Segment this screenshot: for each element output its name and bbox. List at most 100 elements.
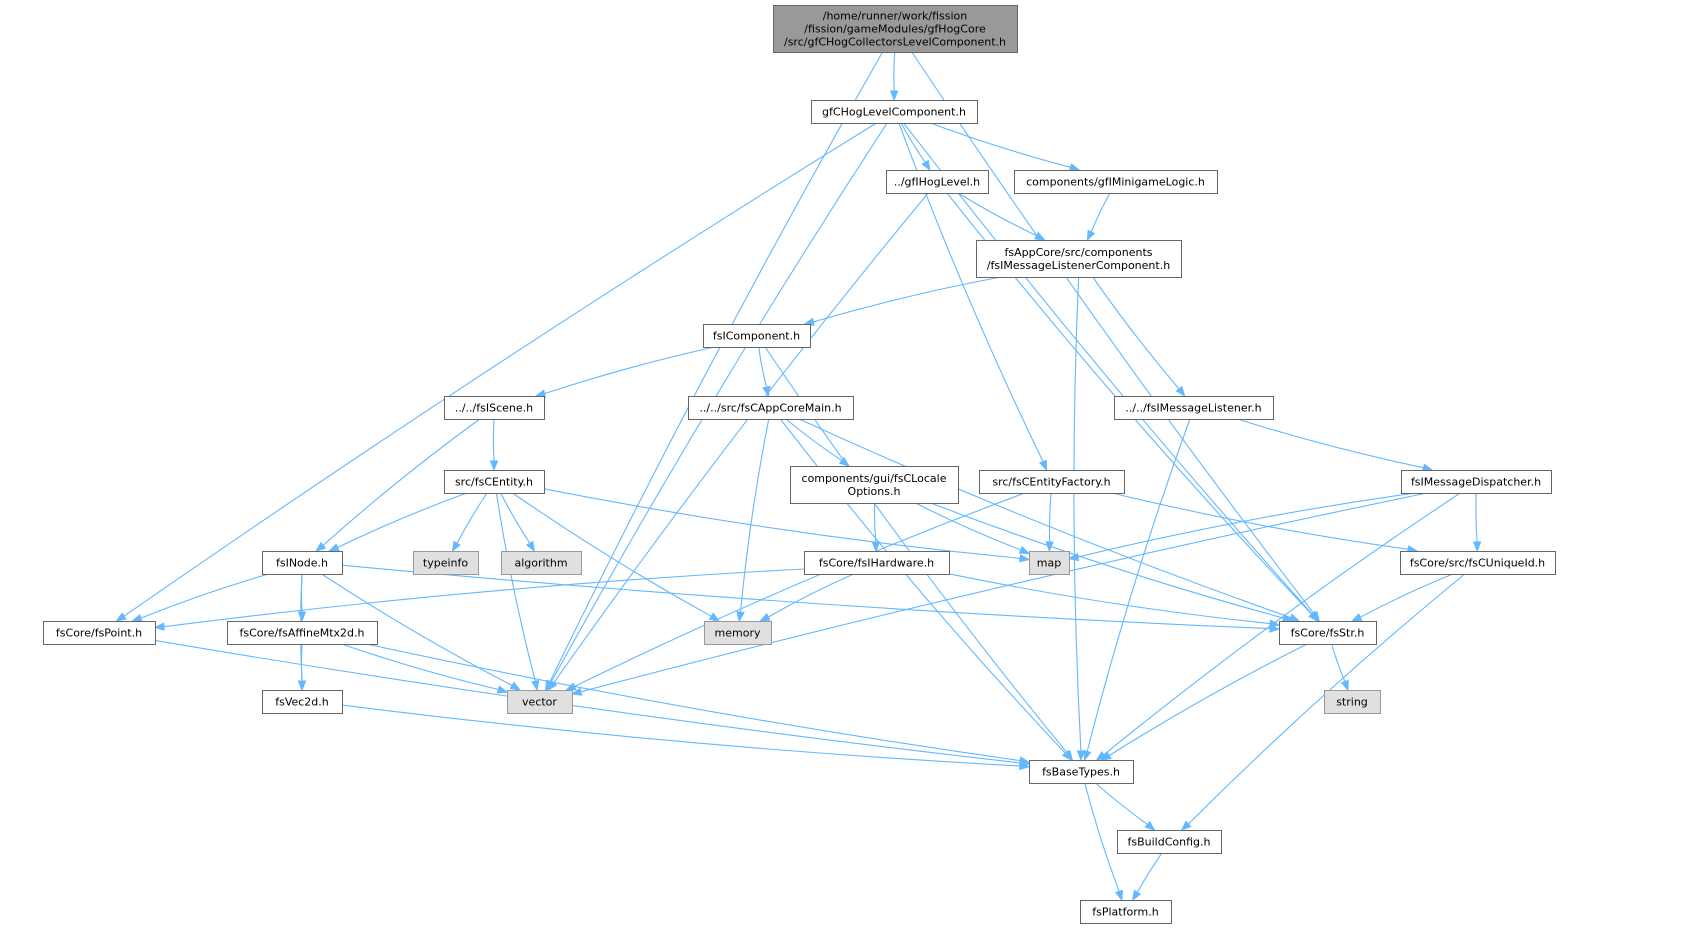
edge-fsStr-to-fsBaseTypes [1100, 643, 1308, 761]
node-algorithm: algorithm [501, 551, 582, 575]
edge-fsCEntity-to-fsINode [328, 492, 467, 552]
edge-msgDispatcher-to-vector [570, 492, 1428, 696]
node-msgDispatcher[interactable]: fsIMessageDispatcher.h [1401, 470, 1552, 494]
node-fsINode[interactable]: fsINode.h [262, 551, 343, 575]
node-fsBuildConfig[interactable]: fsBuildConfig.h [1117, 830, 1222, 854]
node-fsIMessageListener[interactable]: ../../fsIMessageListener.h [1114, 396, 1274, 420]
node-hogLevelComponent[interactable]: gfCHogLevelComponent.h [811, 100, 978, 124]
node-fsCEntity[interactable]: src/fsCEntity.h [444, 470, 545, 494]
file-nodes: /home/runner/work/fission/fission/gameMo… [43, 5, 1556, 924]
node-map: map [1029, 551, 1070, 575]
node-label: fsIComponent.h [713, 330, 800, 343]
edge-uniqueId-to-fsStr [1350, 573, 1454, 622]
node-label: map [1037, 557, 1061, 570]
edge-fsINode-to-fsPoint [130, 573, 269, 622]
edge-appCoreMain-to-memory [736, 418, 770, 623]
edge-localeOptions-to-fsIHardware [871, 502, 881, 553]
edge-root-to-vector [544, 51, 884, 692]
node-appCoreMain[interactable]: ../../src/fsCAppCoreMain.h [688, 396, 854, 420]
edge-entityFactory-to-uniqueId [1111, 492, 1419, 554]
node-label: ../gfIHogLevel.h [894, 176, 980, 189]
edge-localeOptions-to-map [915, 502, 1031, 555]
edge-msgListenerComponent-to-fsIComponent [803, 276, 1002, 326]
node-label: algorithm [514, 557, 567, 570]
edge-root-to-fsStr [911, 51, 1321, 623]
edge-fsBaseTypes-to-fsPlatform [1084, 782, 1124, 902]
node-label: string [1336, 696, 1368, 709]
edge-fsStr-to-string [1331, 643, 1349, 692]
node-label: vector [522, 696, 557, 709]
node-entityFactory[interactable]: src/fsCEntityFactory.h [979, 470, 1125, 494]
node-label: /src/gfCHogCollectorsLevelComponent.h [784, 36, 1006, 49]
node-label: ../../fsIMessageListener.h [1125, 402, 1261, 415]
node-label: fsBuildConfig.h [1128, 836, 1211, 849]
node-fsVec2d[interactable]: fsVec2d.h [262, 690, 343, 714]
edge-appCoreMain-to-fsStr [798, 418, 1301, 622]
node-label: ../../src/fsCAppCoreMain.h [699, 402, 841, 415]
node-label: fsCore/fsIHardware.h [819, 557, 934, 570]
node-memory: memory [704, 621, 772, 645]
edge-fsIMessageListener-to-fsBaseTypes [1083, 418, 1191, 762]
node-gfIHogLevel[interactable]: ../gfIHogLevel.h [886, 170, 989, 194]
edge-fsCEntity-to-vector [495, 492, 540, 692]
edge-fsBuildConfig-to-fsPlatform [1131, 852, 1163, 902]
node-label: memory [715, 627, 761, 640]
edge-fsIScene-to-fsINode [315, 418, 481, 552]
edge-root-to-hogLevelComponent [889, 51, 899, 102]
edge-msgDispatcher-to-map [1067, 492, 1416, 562]
edge-fsCEntity-to-map [543, 488, 1031, 563]
node-label: fsVec2d.h [275, 696, 329, 709]
edge-uniqueId-to-fsBuildConfig [1180, 573, 1466, 831]
node-label: Options.h [848, 485, 901, 498]
node-label: /fission/gameModules/gfHogCore [804, 23, 986, 36]
node-label: components/gfIMinigameLogic.h [1026, 176, 1205, 189]
edge-fsCEntity-to-algorithm [500, 492, 535, 553]
node-label: fsPlatform.h [1092, 906, 1158, 919]
node-fsStr[interactable]: fsCore/fsStr.h [1279, 621, 1377, 645]
node-vector: vector [507, 690, 573, 714]
edge-entityFactory-to-map [1045, 492, 1054, 553]
node-minigameLogic[interactable]: components/gfIMinigameLogic.h [1014, 170, 1218, 194]
node-root[interactable]: /home/runner/work/fission/fission/gameMo… [773, 5, 1018, 53]
edge-minigameLogic-to-msgListenerComponent [1086, 192, 1111, 242]
edge-hogLevelComponent-to-minigameLogic [930, 122, 1081, 172]
node-affineMtx[interactable]: fsCore/fsAffineMtx2d.h [227, 621, 378, 645]
node-label: /fsIMessageListenerComponent.h [987, 259, 1170, 272]
node-label: fsCore/fsAffineMtx2d.h [239, 627, 364, 640]
node-fsPoint[interactable]: fsCore/fsPoint.h [43, 621, 156, 645]
edge-hogLevelComponent-to-gfIHogLevel [900, 122, 931, 172]
edge-fsIMessageListener-to-msgDispatcher [1237, 418, 1434, 472]
edge-msgListenerComponent-to-fsBaseTypes [1073, 276, 1086, 762]
edge-affineMtx-to-fsVec2d [297, 643, 307, 692]
edge-fsIScene-to-fsCEntity [489, 418, 499, 472]
node-typeinfo: typeinfo [413, 551, 479, 575]
node-label: fsCore/fsPoint.h [56, 627, 142, 640]
node-fsIComponent[interactable]: fsIComponent.h [703, 324, 811, 348]
node-msgListenerComponent[interactable]: fsAppCore/src/components/fsIMessageListe… [976, 240, 1182, 278]
node-fsPlatform[interactable]: fsPlatform.h [1080, 900, 1172, 924]
edge-fsIComponent-to-appCoreMain [758, 346, 771, 398]
node-label: gfCHogLevelComponent.h [822, 106, 966, 119]
edge-fsINode-to-vector [321, 573, 522, 691]
edge-hogLevelComponent-to-fsPoint [115, 122, 877, 622]
node-label: components/gui/fsCLocale [802, 472, 947, 485]
node-label: fsBaseTypes.h [1042, 766, 1120, 779]
edge-fsCEntity-to-typeinfo [451, 492, 488, 553]
edge-hogLevelComponent-to-entityFactory [898, 122, 1048, 472]
edge-gfIHogLevel-to-msgListenerComponent [957, 192, 1046, 241]
node-label: fsCore/src/fsCUniqueId.h [1410, 557, 1545, 570]
node-fsIHardware[interactable]: fsCore/fsIHardware.h [804, 551, 950, 575]
edge-msgDispatcher-to-fsBaseTypes [1095, 492, 1461, 761]
node-uniqueId[interactable]: fsCore/src/fsCUniqueId.h [1400, 551, 1556, 575]
edge-msgListenerComponent-to-fsIMessageListener [1092, 276, 1186, 398]
node-label: fsINode.h [276, 557, 328, 570]
node-fsBaseTypes[interactable]: fsBaseTypes.h [1029, 760, 1134, 784]
edge-fsBaseTypes-to-fsBuildConfig [1095, 782, 1156, 831]
edge-msgDispatcher-to-uniqueId [1472, 492, 1482, 553]
node-fsIScene[interactable]: ../../fsIScene.h [444, 396, 545, 420]
node-label: fsCore/fsStr.h [1291, 627, 1365, 640]
node-label: typeinfo [423, 557, 468, 570]
node-label: fsAppCore/src/components [1005, 246, 1153, 259]
